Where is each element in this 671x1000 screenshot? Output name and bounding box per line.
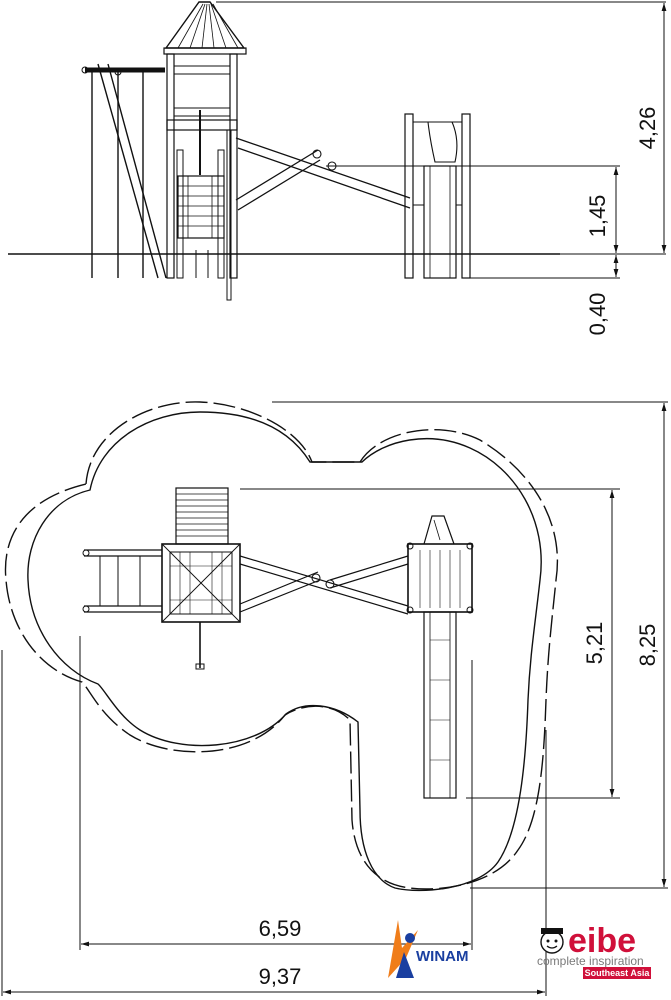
climbing-wall-plan [175,487,229,545]
elevation-dimensions [216,1,667,279]
winam-mark-icon [388,920,418,978]
tower [163,1,247,301]
eibe-wordmark: eibe [568,922,636,960]
slide-tower-plan [406,515,474,799]
inner-safety-zone [27,411,542,892]
plan-width-inner-label: 6,59 [259,916,302,941]
ladder-plan [82,549,162,613]
eibe-region-label: Southeast Asia [585,968,651,978]
eibe-tagline: complete inspiration [537,954,644,968]
plan-view: 5,21 8,25 6,59 9,37 [1,401,668,996]
plan-width-outer-label: 9,37 [259,964,302,989]
ladder-frame [81,63,167,279]
plan-dimensions [1,401,668,996]
total-height-label: 4,26 [635,107,660,150]
bridge-beams [235,137,411,211]
elevation-view: 4,26 1,45 0,40 [8,1,667,336]
plan-depth-outer-label: 8,25 [635,624,660,667]
eibe-region-badge [583,967,651,979]
winam-wordmark: WINAM [416,948,469,965]
platform-height-label: 1,45 [585,195,610,238]
eibe-logo: eibe complete inspiration Southeast Asia [537,922,651,979]
tower-roof-plan [161,543,241,670]
winam-logo: WINAM [388,920,469,978]
bridge-beams-plan [239,555,409,615]
plan-depth-inner-label: 5,21 [582,622,607,665]
eibe-mascot-icon [540,928,564,954]
foundation-depth-label: 0,40 [585,293,610,336]
outer-safety-zone [4,401,558,890]
